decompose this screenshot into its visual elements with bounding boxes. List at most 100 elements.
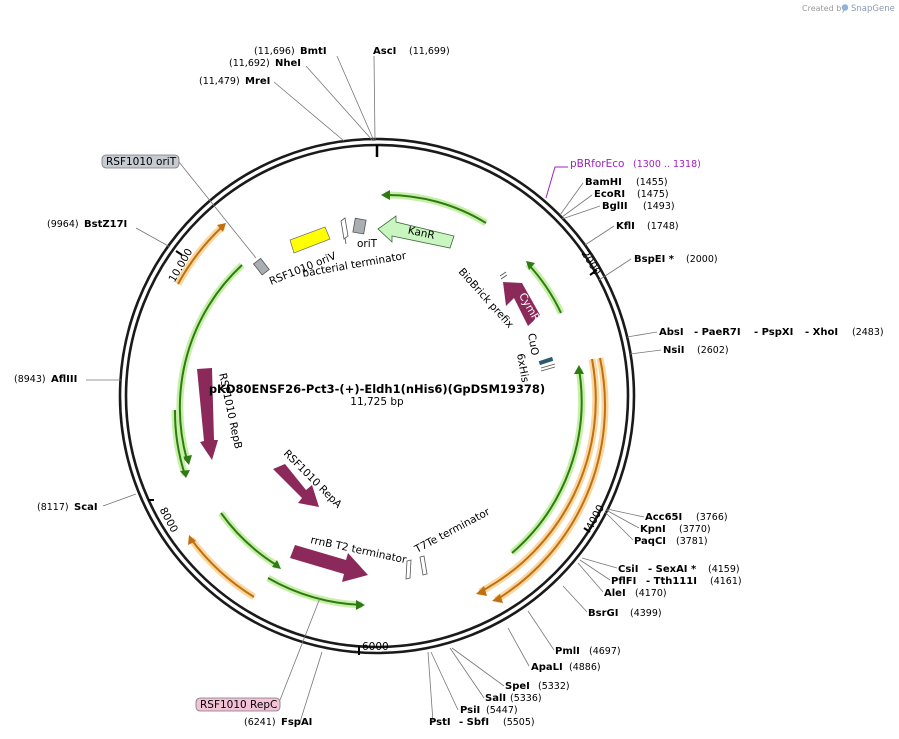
- xhoi-name: - XhoI: [805, 327, 838, 338]
- paer7i-name: - PaeR7I: [694, 327, 741, 338]
- repa-arrow: [273, 464, 319, 507]
- apali-leader: [507, 627, 530, 667]
- bamhi-pos: (1455): [636, 177, 668, 188]
- orf-lowerleft-orange: [190, 538, 255, 598]
- orit-box-leader: [178, 161, 257, 259]
- kfli-leader: [584, 225, 615, 246]
- backbone-outer-ring: [118, 137, 636, 655]
- tick-4000: [583, 527, 591, 533]
- ecori-leader: [561, 194, 593, 218]
- his6-mark2: [540, 366, 556, 372]
- site-leaders: [86, 55, 662, 723]
- bglii-name: BglII: [602, 201, 628, 212]
- absi-name: AbsI: [659, 327, 684, 338]
- his6-label: 6xHis: [514, 353, 531, 384]
- snapgene-credit: Created by SnapGene: [802, 4, 895, 14]
- alei-leader: [577, 562, 604, 593]
- acc65i-leader: [606, 508, 645, 518]
- cymr-arrow: [503, 282, 540, 326]
- fspai-leader: [299, 651, 323, 723]
- tick-10000: [175, 250, 183, 256]
- orf-right-orange1: [479, 358, 597, 593]
- kpni-name: KpnI: [640, 524, 666, 535]
- t7te-label: T7Te terminator: [412, 506, 493, 557]
- asci-name: AscI: [373, 46, 396, 57]
- mrei-leader: [273, 81, 345, 142]
- bsrgi-leader: [562, 585, 588, 613]
- boxed-labels: RSF1010 oriT RSF1010 RepC pBRforEco (130…: [101, 154, 701, 712]
- kpni-pos: (3770): [679, 524, 711, 535]
- orf-right-orange2-arrowhead: [492, 594, 503, 603]
- acc65i-pos: (3766): [696, 512, 728, 523]
- orf-lowerleft: [220, 512, 279, 567]
- orf-top: [384, 193, 487, 224]
- orit-box: [101, 154, 180, 169]
- repb-arrow: [197, 368, 218, 460]
- bamhi-name: BamHI: [585, 177, 622, 188]
- bsrgi-name: BsrGI: [588, 608, 618, 619]
- csii-name: CsiI: [618, 564, 638, 575]
- orit-label: oriT: [357, 238, 378, 250]
- nsii-name: NsiI: [663, 345, 684, 356]
- tick-2000: [589, 269, 598, 276]
- asci-pos: (11,699): [409, 46, 450, 57]
- sbfi-name: - SbfI: [459, 717, 489, 728]
- aflIII-pos: (8943): [14, 374, 46, 385]
- orf-top-arrowhead: [381, 190, 390, 200]
- rrnb-terminator-icon: [405, 559, 412, 580]
- cuo-label: CuO: [525, 332, 541, 356]
- t7te-terminator-icon: [419, 555, 428, 576]
- repc-arrow: [290, 545, 368, 582]
- repc-box-leader: [279, 597, 321, 701]
- orf-right-long-arrowhead: [574, 365, 584, 374]
- paqci-pos: (3781): [676, 536, 708, 547]
- orf-bottom-glow: [266, 574, 363, 609]
- orf-left-long-arrowhead: [182, 455, 192, 465]
- aflIII-name: AflIII: [51, 374, 77, 385]
- psii-name: PsiI: [460, 705, 480, 716]
- bmti-name: BmtI: [300, 46, 327, 57]
- orf-right-orange2: [495, 357, 607, 601]
- bstz17i-name: BstZ17I: [84, 219, 127, 230]
- pspxi-name: - PspXI: [754, 327, 793, 338]
- xhoi-leader: [626, 331, 658, 338]
- sexai-name: - SexAI *: [648, 564, 697, 575]
- kanr-label: KanR: [407, 225, 436, 242]
- tth111i-name: - Tth111I: [646, 576, 697, 587]
- csii-leader: [581, 557, 618, 569]
- orf-upperleft-orange: [177, 225, 224, 285]
- scai-leader: [102, 493, 137, 507]
- primer-range: (1300 .. 1318): [633, 159, 701, 170]
- orf-arcs: [171, 190, 609, 610]
- acc65i-name: Acc65I: [645, 512, 682, 523]
- pmli-name: PmlI: [555, 646, 580, 657]
- orf-lowerleft-arrowhead: [272, 560, 281, 569]
- sexai-pos: (4159): [708, 564, 740, 575]
- his6-mark: [540, 363, 556, 369]
- orf-upperleft-orange-arrowhead: [217, 223, 226, 232]
- apali-name: ApaLI: [531, 662, 563, 673]
- mrei-pos: (11,479): [199, 76, 240, 87]
- fspai-pos: (6241): [244, 717, 276, 728]
- pflfi-name: PflFI: [611, 576, 636, 587]
- pmli-pos: (4697): [589, 646, 621, 657]
- orf-lowerleft-glow: [218, 510, 280, 569]
- primer-leader: [545, 166, 568, 199]
- asci-leader: [373, 55, 376, 142]
- nsii-pos: (2602): [697, 345, 729, 356]
- bsrgi-pos: (4399): [630, 608, 662, 619]
- ecori-pos: (1475): [637, 189, 669, 200]
- plasmid-name: pKD80ENSF26-Pct3-(+)-Eldh1(nHis6)(GpDSM1…: [209, 382, 545, 396]
- nhei-leader: [305, 65, 374, 142]
- bacterial-terminator-stem: [344, 237, 347, 245]
- plasmid-size: 11,725 bp: [350, 396, 404, 408]
- orit-small-block: [352, 217, 367, 235]
- backbone: [118, 137, 636, 655]
- orit-grey-block: [252, 257, 270, 276]
- nsii-leader: [629, 349, 662, 355]
- pflfi-leader: [579, 559, 611, 581]
- cuo-block: [538, 356, 554, 366]
- nhei-pos: (11,692): [229, 58, 270, 69]
- repc-box: [195, 697, 281, 712]
- tth111i-pos: (4161): [710, 576, 742, 587]
